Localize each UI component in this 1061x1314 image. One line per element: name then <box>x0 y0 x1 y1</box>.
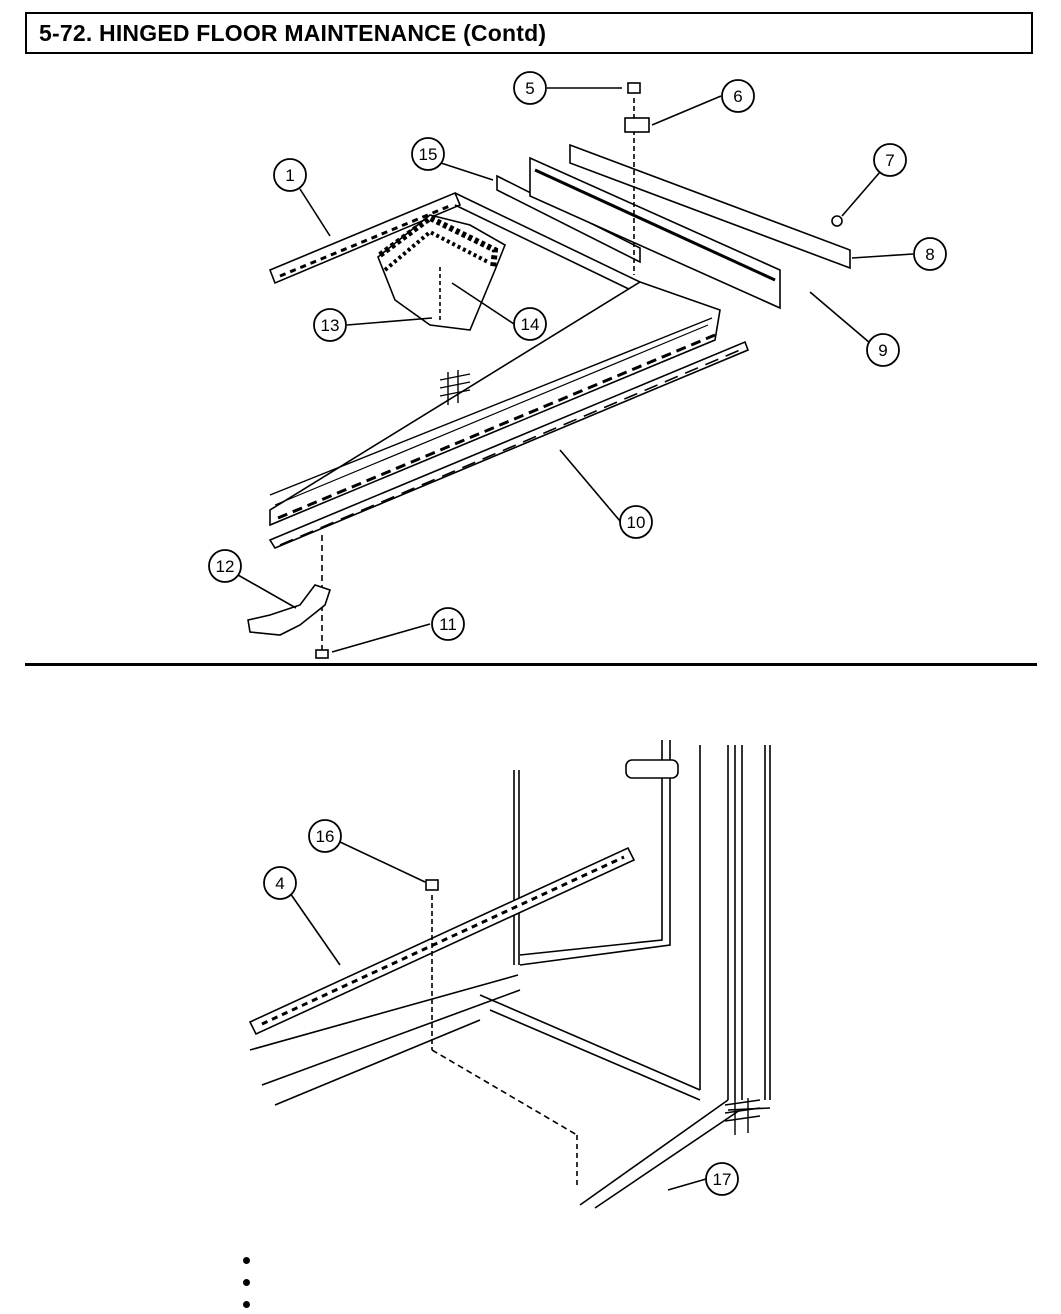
bullet-point <box>243 1257 250 1264</box>
top-callouts <box>208 71 947 641</box>
callout-13: 13 <box>321 316 340 335</box>
callout-4: 4 <box>275 874 284 893</box>
callout-10: 10 <box>627 513 646 532</box>
top-callout-labels: 5 6 15 7 1 8 14 13 9 10 12 11 <box>216 79 935 634</box>
bottom-callouts <box>263 819 739 1196</box>
callout-9: 9 <box>878 341 887 360</box>
section-divider <box>25 663 1037 666</box>
top-exploded-view-figure: 5 6 15 7 1 8 14 13 9 10 12 11 <box>208 71 947 659</box>
callout-16: 16 <box>316 827 335 846</box>
section-header: 5-72. HINGED FLOOR MAINTENANCE (Contd) <box>25 12 1033 54</box>
bullet-point <box>243 1279 250 1286</box>
section-title: 5-72. HINGED FLOOR MAINTENANCE (Contd) <box>39 20 547 46</box>
callout-6: 6 <box>733 87 742 106</box>
callout-14: 14 <box>521 315 540 334</box>
callout-5: 5 <box>525 79 534 98</box>
callout-1: 1 <box>285 166 294 185</box>
callout-17: 17 <box>713 1170 732 1189</box>
callout-11: 11 <box>439 615 457 634</box>
bottom-callout-labels: 16 4 17 <box>275 827 731 1189</box>
bullet-point <box>243 1301 250 1308</box>
callout-12: 12 <box>216 557 235 576</box>
callout-7: 7 <box>885 151 894 170</box>
callout-15: 15 <box>419 145 438 164</box>
callout-8: 8 <box>925 245 934 264</box>
